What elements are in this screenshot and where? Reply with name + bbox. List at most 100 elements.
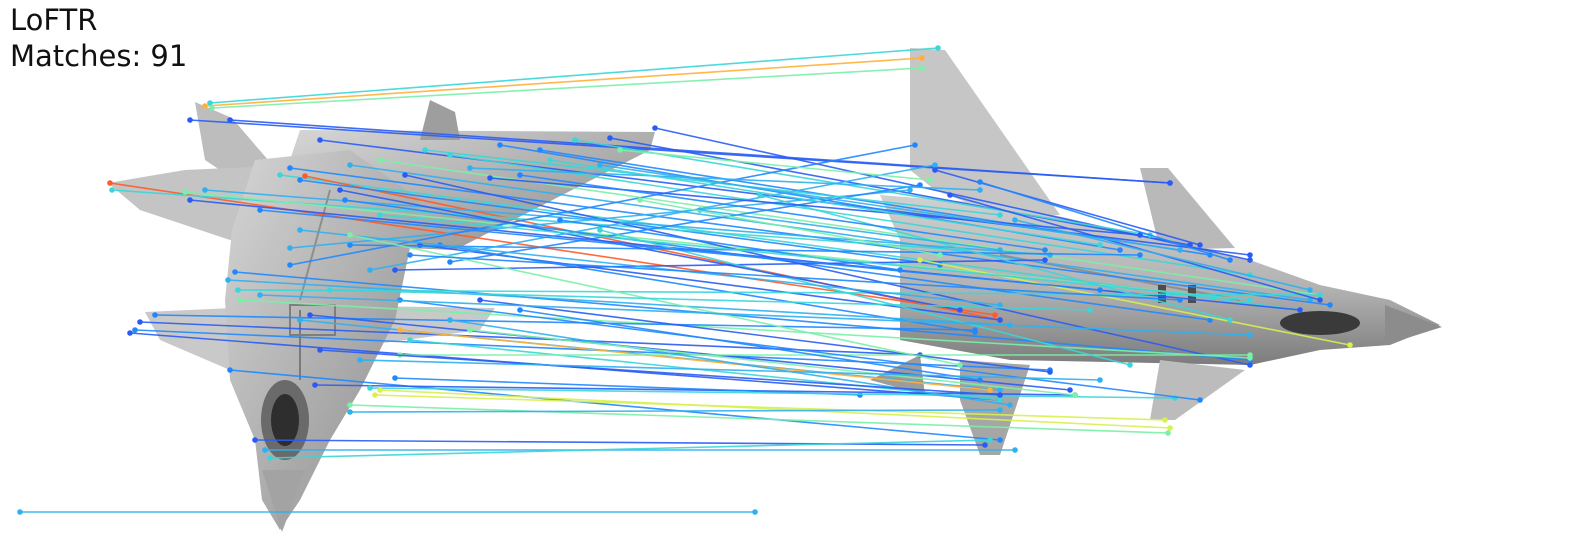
match-line <box>639 199 941 256</box>
match-line <box>549 159 1101 246</box>
keypoint-left <box>517 172 523 178</box>
keypoint-left <box>252 437 258 443</box>
match-line <box>229 369 1001 441</box>
keypoint-left <box>372 392 378 398</box>
keypoint-left <box>377 157 383 163</box>
keypoint-left <box>297 317 303 323</box>
match-line <box>211 67 923 109</box>
keypoint-left <box>202 103 208 109</box>
keypoint-left <box>617 147 623 153</box>
match-line <box>299 229 1001 306</box>
keypoint-left <box>402 172 408 178</box>
keypoint-left <box>137 319 143 325</box>
match-line <box>204 57 923 107</box>
keypoint-left <box>637 197 643 203</box>
keypoint-left <box>227 367 233 373</box>
keypoint-left <box>347 242 353 248</box>
match-line <box>349 409 1001 413</box>
keypoint-right <box>1247 252 1253 258</box>
keypoint-left <box>497 142 503 148</box>
keypoint-left <box>207 100 213 106</box>
keypoint-left <box>1012 217 1018 223</box>
keypoint-right <box>1042 247 1048 253</box>
keypoint-left <box>917 257 923 263</box>
match-line <box>619 149 931 181</box>
keypoint-left <box>422 147 428 153</box>
keypoint-left <box>152 312 158 318</box>
keypoint-left <box>607 135 613 141</box>
match-line <box>394 377 861 396</box>
keypoint-right <box>977 187 983 193</box>
keypoint-right <box>1167 425 1173 431</box>
keypoint-right <box>1097 287 1103 293</box>
keypoint-right <box>932 162 938 168</box>
match-line <box>319 349 1001 396</box>
keypoint-right <box>1177 297 1183 303</box>
keypoint-left <box>357 357 363 363</box>
keypoint-left <box>187 197 193 203</box>
match-line <box>309 314 1071 391</box>
keypoint-right <box>997 437 1003 443</box>
keypoint-left <box>652 125 658 131</box>
keypoint-right <box>1042 257 1048 263</box>
keypoint-right <box>1317 297 1323 303</box>
keypoint-right <box>1177 247 1183 253</box>
match-line <box>379 389 1171 429</box>
keypoint-left <box>237 297 243 303</box>
keypoint-right <box>1207 317 1213 323</box>
match-line <box>111 189 961 251</box>
keypoint-right <box>992 312 998 318</box>
keypoint-right <box>982 442 988 448</box>
keypoint-left <box>367 267 373 273</box>
keypoint-left <box>467 165 473 171</box>
keypoint-left <box>302 173 308 179</box>
match-line <box>759 194 1231 321</box>
keypoint-right <box>1162 417 1168 423</box>
keypoint-left <box>187 117 193 123</box>
keypoint-right <box>937 252 943 258</box>
keypoint-left <box>447 259 453 265</box>
match-line <box>949 194 1321 301</box>
match-line <box>329 289 1091 311</box>
keypoint-left <box>287 245 293 251</box>
keypoint-right <box>957 307 963 313</box>
keypoint-left <box>317 137 323 143</box>
keypoint-right <box>1072 392 1078 398</box>
match-line <box>979 181 1231 261</box>
keypoint-left <box>297 227 303 233</box>
keypoint-right <box>917 182 923 188</box>
keypoint-right <box>1227 317 1233 323</box>
keypoint-right <box>977 377 983 383</box>
keypoint-right <box>857 392 863 398</box>
keypoint-left <box>202 187 208 193</box>
match-line <box>269 439 991 459</box>
keypoint-left <box>392 267 398 273</box>
keypoint-left <box>107 180 113 186</box>
match-line <box>359 359 1101 381</box>
match-line <box>399 329 991 391</box>
keypoint-left <box>347 232 353 238</box>
match-line <box>559 219 901 271</box>
keypoint-left <box>547 157 553 163</box>
keypoint-right <box>1097 242 1103 248</box>
keypoint-right <box>957 362 963 368</box>
keypoint-right <box>987 437 993 443</box>
keypoint-left <box>287 165 293 171</box>
keypoint-left <box>597 227 603 233</box>
keypoint-left <box>947 192 953 198</box>
match-line <box>209 47 939 104</box>
match-line <box>237 289 1321 296</box>
keypoint-right <box>1297 307 1303 313</box>
keypoint-left <box>17 509 23 515</box>
keypoint-right <box>1007 402 1013 408</box>
keypoint-left <box>297 177 303 183</box>
keypoint-right <box>1167 180 1173 186</box>
keypoint-left <box>977 179 983 185</box>
match-line <box>374 394 1166 421</box>
keypoint-right <box>1247 352 1253 358</box>
keypoint-left <box>127 330 133 336</box>
match-line <box>227 279 1011 326</box>
keypoint-right <box>1197 242 1203 248</box>
keypoint-left <box>932 167 938 173</box>
